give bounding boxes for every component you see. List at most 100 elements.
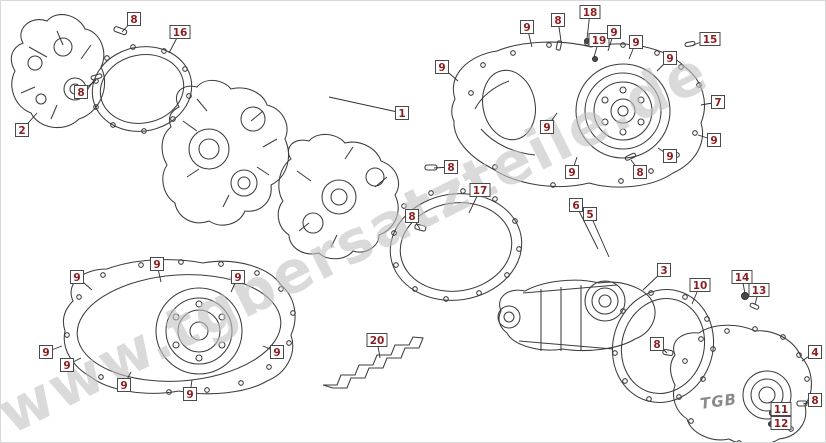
part-20-strip-drawing (323, 337, 423, 388)
callout-24-label-5[interactable]: 5 (583, 207, 597, 221)
callout-41-label-9[interactable]: 9 (183, 387, 197, 401)
callout-23-label-6[interactable]: 6 (569, 198, 583, 212)
callout-2-label-8[interactable]: 8 (74, 85, 88, 99)
callout-29-label-8[interactable]: 8 (650, 337, 664, 351)
svg-text:9: 9 (523, 22, 530, 34)
callout-leader-23-6 (575, 204, 599, 250)
callout-13-label-9[interactable]: 9 (607, 25, 621, 39)
cover-logo-text: TGB (699, 390, 738, 413)
part-10-gasket-drawing (599, 277, 727, 414)
callout-9-label-9[interactable]: 9 (520, 20, 534, 34)
callout-10-label-8[interactable]: 8 (551, 13, 565, 27)
callout-22-label-9[interactable]: 9 (540, 120, 554, 134)
svg-text:1: 1 (398, 108, 405, 120)
svg-text:9: 9 (710, 135, 717, 147)
callout-42-label-20[interactable]: 20 (366, 333, 388, 347)
callout-7-label-8[interactable]: 8 (405, 209, 419, 223)
svg-text:10: 10 (693, 280, 708, 292)
svg-text:7: 7 (714, 97, 721, 109)
svg-text:12: 12 (774, 418, 789, 430)
callout-18-label-9[interactable]: 9 (707, 133, 721, 147)
callout-leader-4-1 (328, 96, 403, 114)
svg-text:6: 6 (572, 200, 579, 212)
callout-leader-24-5 (589, 213, 610, 258)
callout-26-label-10[interactable]: 10 (689, 278, 711, 292)
svg-text:4: 4 (811, 347, 818, 359)
callout-6-label-17[interactable]: 17 (469, 183, 491, 197)
svg-text:9: 9 (610, 27, 617, 39)
part-16-gasket-drawing (84, 38, 199, 141)
svg-text:8: 8 (447, 162, 454, 174)
svg-text:8: 8 (554, 15, 561, 27)
svg-text:9: 9 (186, 389, 193, 401)
callout-25-label-3[interactable]: 3 (657, 263, 671, 277)
svg-text:8: 8 (636, 167, 643, 179)
callout-36-label-9[interactable]: 9 (231, 270, 245, 284)
svg-text:9: 9 (234, 272, 241, 284)
part-4-right-cover-drawing: TGB (671, 325, 812, 443)
svg-text:14: 14 (735, 272, 750, 284)
svg-text:20: 20 (370, 335, 385, 347)
svg-text:9: 9 (438, 62, 445, 74)
callout-30-label-4[interactable]: 4 (808, 345, 822, 359)
svg-text:8: 8 (408, 211, 415, 223)
svg-text:18: 18 (583, 7, 598, 19)
part-2-left-casing-drawing (11, 15, 104, 128)
callout-21-label-9[interactable]: 9 (565, 165, 579, 179)
callout-39-label-9[interactable]: 9 (270, 345, 284, 359)
part-7-cvt-cover-drawing (452, 41, 705, 188)
callout-11-label-18[interactable]: 18 (579, 5, 601, 19)
callout-1-label-16[interactable]: 16 (169, 25, 191, 39)
callout-19-label-9[interactable]: 9 (663, 149, 677, 163)
callout-40-label-9[interactable]: 9 (117, 378, 131, 392)
svg-text:5: 5 (586, 209, 593, 221)
svg-text:8: 8 (130, 14, 137, 26)
callout-15-label-15[interactable]: 15 (699, 32, 721, 46)
callout-17-label-7[interactable]: 7 (711, 95, 725, 109)
callout-35-label-9[interactable]: 9 (150, 257, 164, 271)
callout-14-label-9[interactable]: 9 (629, 35, 643, 49)
svg-text:17: 17 (473, 185, 488, 197)
callout-33-label-12[interactable]: 12 (770, 416, 792, 430)
watermark-text: www.tgbersatzteile.de (1, 37, 719, 443)
svg-text:11: 11 (774, 404, 789, 416)
callout-0-label-8[interactable]: 8 (127, 12, 141, 26)
callout-4-label-1[interactable]: 1 (395, 106, 409, 120)
svg-text:3: 3 (660, 265, 667, 277)
engine-parts-art: TGB (11, 15, 811, 443)
svg-text:9: 9 (42, 347, 49, 359)
svg-text:9: 9 (73, 272, 80, 284)
svg-text:9: 9 (273, 347, 280, 359)
part-1-crankcase-halves-drawing (162, 80, 398, 258)
callout-31-label-8[interactable]: 8 (808, 393, 822, 407)
svg-text:9: 9 (568, 167, 575, 179)
callout-12-label-19[interactable]: 19 (588, 33, 610, 47)
callout-5-label-8[interactable]: 8 (444, 160, 458, 174)
callout-28-label-13[interactable]: 13 (748, 283, 770, 297)
callout-32-label-11[interactable]: 11 (770, 402, 792, 416)
svg-text:15: 15 (703, 34, 718, 46)
callout-8-label-9[interactable]: 9 (435, 60, 449, 74)
svg-text:19: 19 (592, 35, 607, 47)
callout-20-label-8[interactable]: 8 (633, 165, 647, 179)
callout-27-label-14[interactable]: 14 (731, 270, 753, 284)
svg-text:13: 13 (752, 285, 767, 297)
callout-34-label-9[interactable]: 9 (70, 270, 84, 284)
callout-3-label-2[interactable]: 2 (15, 123, 29, 137)
callout-16-label-9[interactable]: 9 (663, 51, 677, 65)
svg-text:16: 16 (173, 27, 188, 39)
svg-text:9: 9 (543, 122, 550, 134)
callout-37-label-9[interactable]: 9 (39, 345, 53, 359)
callout-38-label-9[interactable]: 9 (60, 358, 74, 372)
part-3-clutch-drawing (498, 280, 655, 351)
part-left-cover-drawing (63, 260, 295, 395)
svg-text:8: 8 (653, 339, 660, 351)
svg-text:9: 9 (63, 360, 70, 372)
svg-text:9: 9 (666, 151, 673, 163)
svg-text:9: 9 (120, 380, 127, 392)
part-17-gasket-drawing (383, 184, 530, 309)
svg-text:8: 8 (811, 395, 818, 407)
